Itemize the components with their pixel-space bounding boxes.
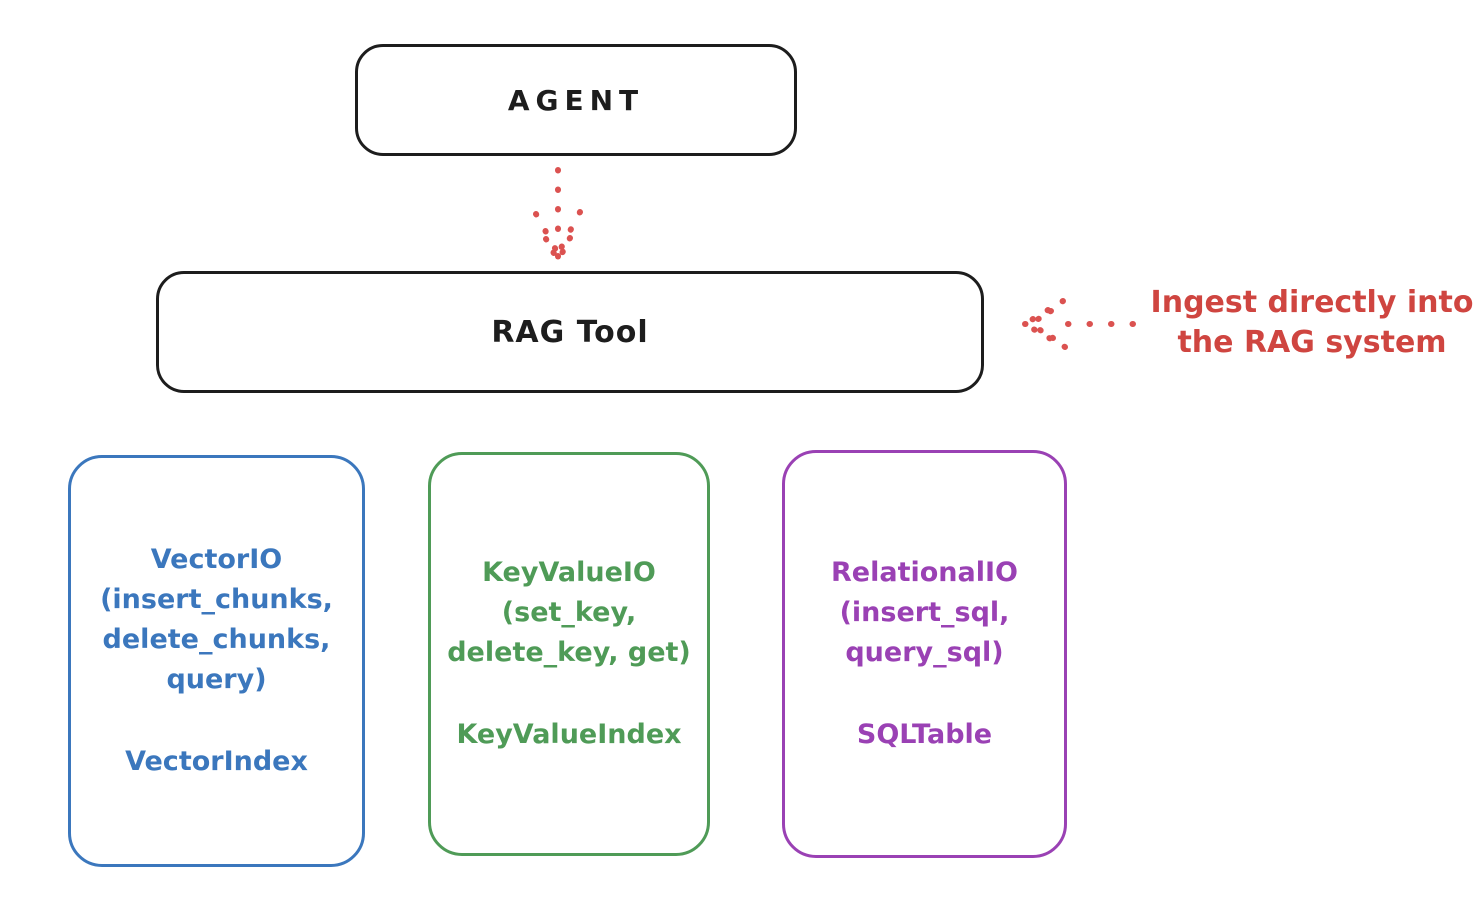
io-box-relational-index-label: SQLTable [856, 719, 993, 750]
agent-to-ragtool-arrow [533, 167, 583, 260]
io-box-keyvalue-line: KeyValueIO [482, 557, 656, 588]
io-box-vector-index-label: VectorIndex [125, 746, 308, 777]
io-box-vector-line: query) [166, 664, 267, 695]
io-box-keyvalue-index-label: KeyValueIndex [456, 719, 682, 750]
io-box-vector-line: VectorIO [150, 544, 283, 575]
io-box-relational: RelationalIO (insert_sql, query_sql) SQL… [782, 450, 1067, 858]
io-box-relational-line: (insert_sql, [839, 597, 1010, 628]
ingest-annotation-line2: the RAG system [1177, 325, 1447, 360]
io-box-vector-line: delete_chunks, [102, 624, 331, 655]
io-box-vector: VectorIO (insert_chunks, delete_chunks, … [68, 455, 365, 867]
ingest-annotation: Ingest directly into the RAG system [1140, 283, 1484, 363]
io-box-keyvalue-line: delete_key, get) [447, 637, 691, 668]
rag-tool-box-label: RAG Tool [491, 314, 649, 350]
io-box-relational-line: query_sql) [845, 637, 1004, 668]
io-box-keyvalue: KeyValueIO (set_key, delete_key, get) Ke… [428, 452, 710, 856]
rag-tool-box: RAG Tool [156, 271, 984, 393]
io-box-keyvalue-line: (set_key, [501, 597, 637, 628]
io-box-vector-line: (insert_chunks, [100, 584, 333, 615]
io-box-relational-line: RelationalIO [831, 557, 1018, 588]
agent-box: AGENT [355, 44, 797, 156]
ingest-annotation-line1: Ingest directly into [1150, 285, 1474, 320]
annotation-to-ragtool-arrow [1022, 298, 1136, 350]
agent-box-label: AGENT [507, 83, 645, 117]
